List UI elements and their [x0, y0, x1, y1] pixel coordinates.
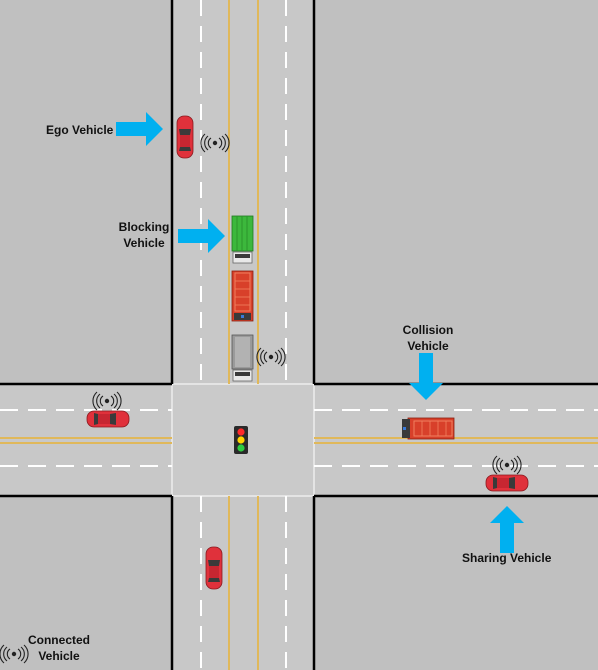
blocking-label-line1: Blocking [118, 220, 170, 234]
grey-truck [231, 334, 254, 382]
sharing-arrow-icon [490, 506, 524, 553]
collision-label-line1: Collision [402, 323, 454, 337]
intersection-box [171, 383, 315, 497]
connected-label-line1: Connected [27, 633, 90, 647]
horizontal-center-lines [0, 437, 598, 444]
collision-vehicle [402, 417, 455, 440]
connected-vehicle-left [86, 410, 130, 428]
ego-vehicle-label: Ego Vehicle [46, 123, 114, 137]
blocking-vehicle [231, 215, 254, 264]
horizontal-lane-dashes [0, 409, 598, 467]
sharing-vehicle [485, 474, 529, 492]
vertical-lane-dashes [200, 0, 287, 670]
vertical-center-lines [228, 0, 259, 670]
traffic-light-icon [234, 426, 248, 454]
connected-vehicle-label: Connected Vehicle [24, 632, 94, 664]
blocking-label-line2: Vehicle [123, 236, 165, 250]
connected-label-line2: Vehicle [38, 649, 80, 663]
collision-label-line2: Vehicle [407, 339, 449, 353]
connected-vehicle-bottom [205, 546, 223, 590]
fire-truck-vertical [231, 270, 254, 322]
collision-vehicle-label: Collision Vehicle [396, 322, 460, 354]
blocking-vehicle-label: Blocking Vehicle [116, 219, 172, 251]
ego-vehicle [176, 115, 194, 159]
sharing-vehicle-label: Sharing Vehicle [462, 551, 552, 565]
collision-arrow-icon [409, 353, 443, 400]
